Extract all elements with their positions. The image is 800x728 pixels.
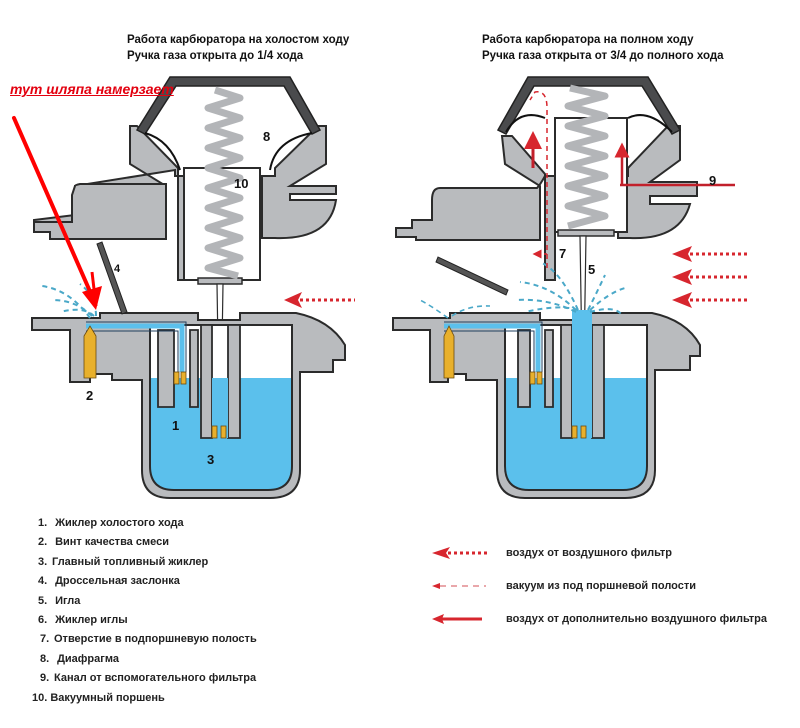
main-jet [211,425,227,439]
air-flow-arrow [284,292,355,308]
idle-mode-title-line2: Ручка газа открыта до 1/4 хода [127,50,304,62]
idle-carburetor: 8 10 4 2 1 3 [31,76,355,499]
part-number-10: 10 [234,176,248,191]
parts-legend: 1. Жиклер холостого хода 2. Винт качеств… [32,514,257,708]
legend-item: 3.Главный топливный жиклер [38,555,209,568]
flow-legend-item: вакуум из под поршневой полости [430,569,767,602]
legend-item: 8. Диафрагма [40,652,119,665]
annotation-arrow [12,116,102,310]
upper-housing [395,135,556,281]
idle-jet-tube [157,329,175,408]
idle-mode-title-line1: Работа карбюратора на холостом ходу [127,34,350,46]
right-housing [261,125,338,240]
dotted-arrow-left-icon [432,546,488,559]
solid-arrow-left-icon [432,613,482,624]
full-throttle-carburetor: 9 7 5 [392,76,748,499]
flow-legend: воздух от воздушного фильтр вакуум из по… [430,536,767,635]
part-number-4: 4 [114,263,121,275]
part-number-7: 7 [559,246,566,261]
part-number-9: 9 [709,173,716,188]
carburetor-diagram: 8 10 4 2 1 3 [12,76,748,499]
main-jet [571,425,587,439]
flow-legend-item: воздух от дополнительно воздушного фильт… [430,602,767,635]
part-number-2: 2 [86,388,93,403]
mixture-screw [83,325,97,379]
full-mode-title: Работа карбюратора на полном ходу Ручка … [482,32,724,64]
legend-item: 1. Жиклер холостого хода [38,517,184,529]
annotation-note: тут шляпа намерзает [10,81,174,97]
part-number-5: 5 [588,262,595,277]
part-number-3: 3 [207,452,214,467]
throttle-plate [435,256,509,296]
main-spray [514,261,626,316]
idle-mode-title: Работа карбюратора на холостом ходу Ручк… [127,32,349,64]
legend-item: 2. Винт качества смеси [38,536,169,549]
part-number-8: 8 [263,129,270,144]
legend-item: 4. Дроссельная заслонка [38,575,180,588]
diaphragm [144,132,181,171]
full-mode-title-line2: Ручка газа открыта от 3/4 до полного ход… [482,50,724,62]
idle-fuel-passage [86,323,185,372]
mixture-screw [443,325,455,379]
legend-item: 10. Вакуумный поршень [32,691,165,704]
diaphragm [505,114,546,133]
legend-item: 9.Канал от вспомогательного фильтра [40,672,257,685]
legend-item: 7.Отверстие в подпоршневую полость [40,633,257,646]
spring [564,84,609,230]
flow-legend-label: вакуум из под поршневой полости [506,579,697,592]
idle-spray [419,299,491,319]
air-flow-arrows [672,246,748,308]
idle-jet [173,371,187,385]
flow-legend-label: воздух от воздушного фильтр [506,546,673,559]
dashed-arrow-left-icon [432,582,486,589]
diaphragm-cap [496,76,682,135]
vacuum-flow-path [529,91,548,268]
right-housing [617,125,698,240]
idle-jet [529,371,543,385]
flow-legend-item: воздух от воздушного фильтр [430,536,767,569]
spring [204,86,244,280]
aux-air-arrows [524,131,735,187]
throttle-plate [96,241,128,315]
legend-item: 5. Игла [38,594,81,607]
part-number-1: 1 [172,418,179,433]
flow-legend-label: воздух от дополнительно воздушного фильт… [506,612,767,625]
full-mode-title-line1: Работа карбюратора на полном ходу [482,34,694,46]
legend-item: 6. Жиклер иглы [38,613,128,626]
